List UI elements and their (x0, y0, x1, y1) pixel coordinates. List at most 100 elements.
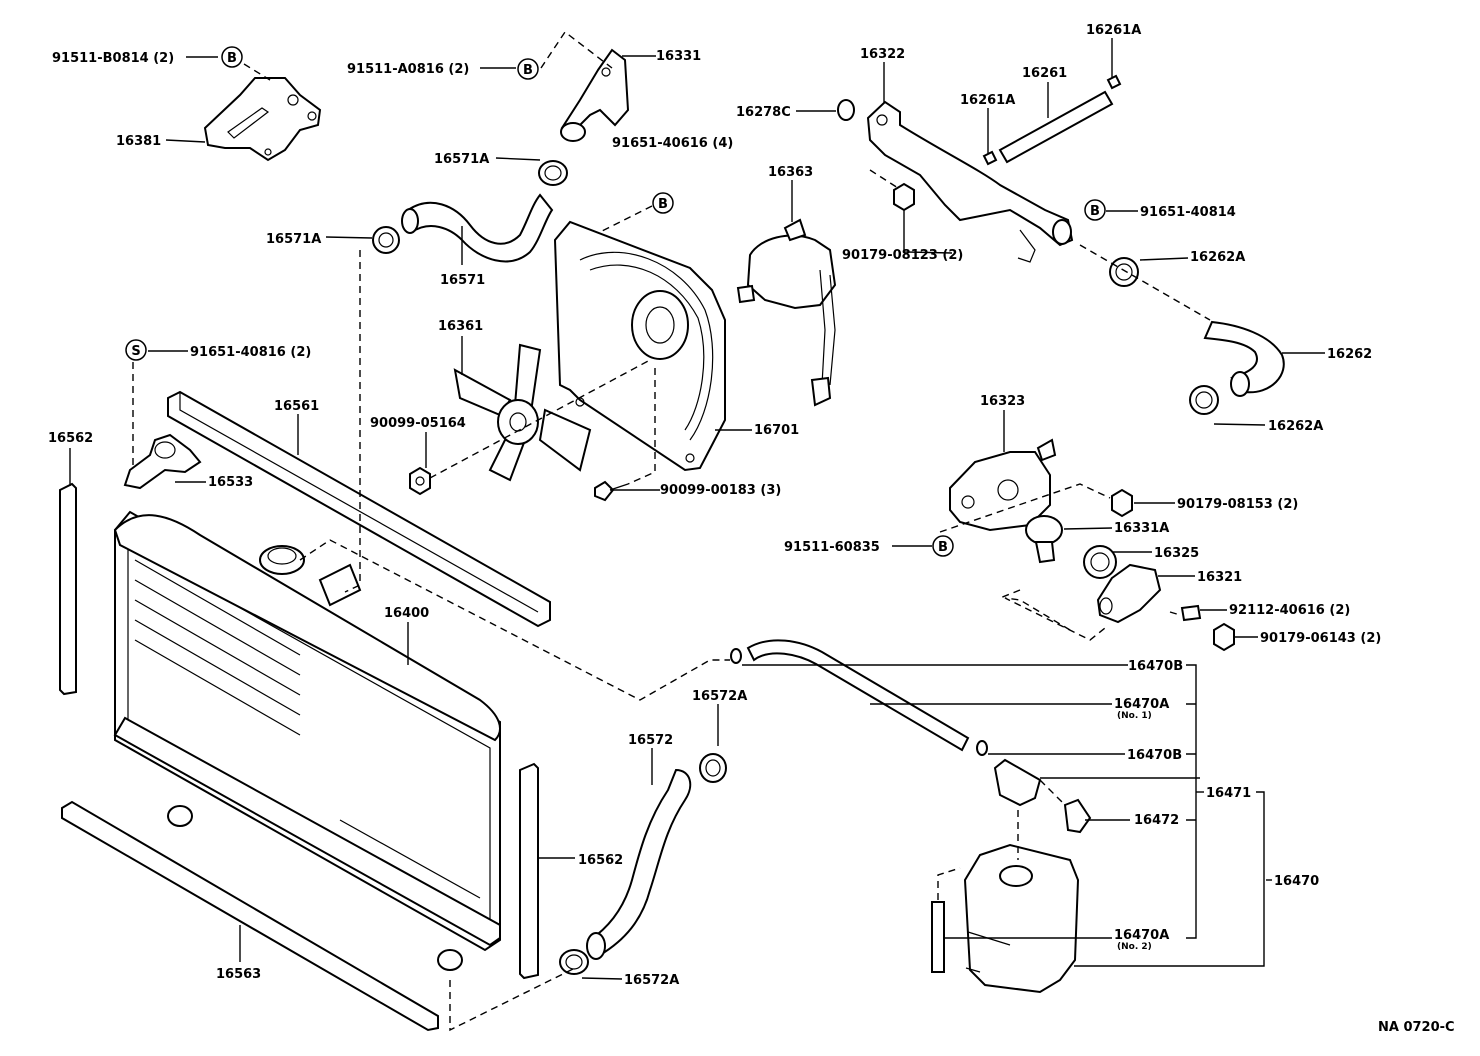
clamp-16261a-upper (1106, 74, 1122, 90)
label-16321: 16321 (1197, 570, 1242, 585)
label-16400: 16400 (384, 606, 429, 621)
clamp-16572a-upper (699, 753, 727, 783)
label-16571a-lower: 16571A (266, 232, 321, 247)
screw-90099-00183 (594, 480, 629, 502)
fan-shroud-16701 (553, 220, 726, 472)
callout-b-4: B (1084, 199, 1106, 221)
svg-text:S: S (131, 344, 140, 359)
callout-circles: B B B B S B (125, 46, 1106, 557)
label-90099-00183: 90099-00183 (3) (660, 483, 781, 498)
label-16322: 16322 (860, 47, 905, 62)
clip-16470b-lower (976, 740, 988, 756)
hose-16571 (401, 193, 554, 263)
clamp-16572a-lower (559, 949, 589, 975)
seal-16563 (61, 800, 439, 1032)
seal-16561 (167, 390, 551, 628)
hose-16262 (1203, 320, 1285, 397)
label-16261a-top: 16261A (1086, 23, 1141, 38)
label-16571a-upper: 16571A (434, 152, 489, 167)
label-16278c: 16278C (736, 105, 791, 120)
label-16262a-upper: 16262A (1190, 250, 1245, 265)
nut-90179-08153 (1111, 488, 1133, 518)
fan-16361 (453, 343, 592, 482)
inlet-16321 (1096, 563, 1162, 624)
label-16470a-no1-sub: (No. 1) (1117, 711, 1152, 721)
fan-motor-16363 (736, 218, 837, 407)
label-16572a-lower: 16572A (624, 973, 679, 988)
hose-16261 (998, 90, 1114, 164)
label-16262a-lower: 16262A (1268, 419, 1323, 434)
thermostat-16331a (1025, 515, 1063, 564)
svg-text:B: B (227, 51, 237, 66)
pipe-16322 (866, 100, 1074, 263)
label-16470b-lower: 16470B (1127, 748, 1182, 763)
label-16363: 16363 (768, 165, 813, 180)
tank-fitting-16471 (993, 758, 1042, 807)
clamp-16261a-lower (982, 150, 998, 166)
callout-b-2: B (517, 58, 539, 80)
label-92112-40616: 92112-40616 (2) (1229, 603, 1350, 618)
label-16325: 16325 (1154, 546, 1199, 561)
label-90099-05164: 90099-05164 (370, 416, 466, 431)
svg-text:B: B (1090, 204, 1100, 219)
clamp-16262a-lower (1189, 385, 1219, 415)
callout-b-1: B (221, 46, 243, 68)
label-91651-40814: 91651-40814 (1140, 205, 1236, 220)
clamp-16262a-upper (1109, 257, 1139, 287)
svg-text:B: B (523, 63, 533, 78)
label-16701: 16701 (754, 423, 799, 438)
clamp-16571a-lower (372, 226, 400, 254)
label-16572: 16572 (628, 733, 673, 748)
label-91511-b0814: 91511-B0814 (2) (52, 51, 174, 66)
gasket-16325 (1083, 545, 1117, 579)
label-16563: 16563 (216, 967, 261, 982)
hose-16572 (586, 768, 692, 960)
label-16323: 16323 (980, 394, 1025, 409)
label-16561: 16561 (274, 399, 319, 414)
label-90179-06143: 90179-06143 (2) (1260, 631, 1381, 646)
diagram-code: NA 0720-C (1378, 1020, 1455, 1035)
label-16470: 16470 (1274, 874, 1319, 889)
label-16572a-upper: 16572A (692, 689, 747, 704)
callout-b-3: B (652, 192, 674, 214)
support-16533 (123, 433, 202, 490)
label-91511-60835: 91511-60835 (784, 540, 880, 555)
callout-s-1: S (125, 339, 147, 361)
label-91651-40616: 91651-40616 (4) (612, 136, 733, 151)
clamp-16571a-upper (538, 160, 568, 186)
label-16261a-mid: 16261A (960, 93, 1015, 108)
label-16261: 16261 (1022, 66, 1067, 81)
label-16470a-no2: 16470A (1114, 928, 1169, 943)
label-16562-left: 16562 (48, 431, 93, 446)
svg-text:B: B (658, 197, 668, 212)
nut-90179-08123 (893, 182, 915, 212)
outlet-16331 (560, 48, 630, 142)
label-16381: 16381 (116, 134, 161, 149)
seal-16562-left (59, 482, 77, 696)
label-16470a-no1: 16470A (1114, 697, 1169, 712)
label-16331a: 16331A (1114, 521, 1169, 536)
label-16262: 16262 (1327, 347, 1372, 362)
label-91651-40816: 91651-40816 (2) (190, 345, 311, 360)
label-16470b-upper: 16470B (1128, 659, 1183, 674)
nut-90179-06143 (1213, 622, 1235, 652)
gasket-16278c (837, 99, 855, 121)
radiator-16400 (113, 510, 501, 971)
label-16571: 16571 (440, 273, 485, 288)
hose-16472 (1063, 798, 1092, 834)
seal-16562-right (519, 762, 539, 980)
label-16472: 16472 (1134, 813, 1179, 828)
label-16471: 16471 (1206, 786, 1251, 801)
label-16470a-no2-sub: (No. 2) (1117, 942, 1152, 952)
clip-16470b-upper (730, 648, 742, 664)
housing-16323 (949, 438, 1057, 532)
label-90179-08123: 90179-08123 (2) (842, 248, 963, 263)
part-labels: 91511-B0814 (2) 16381 91511-A0816 (2) 16… (48, 23, 1381, 988)
label-90179-08153: 90179-08153 (2) (1177, 497, 1298, 512)
label-16361: 16361 (438, 319, 483, 334)
stud-92112-40616 (1180, 604, 1202, 622)
label-16533: 16533 (208, 475, 253, 490)
svg-text:B: B (938, 540, 948, 555)
